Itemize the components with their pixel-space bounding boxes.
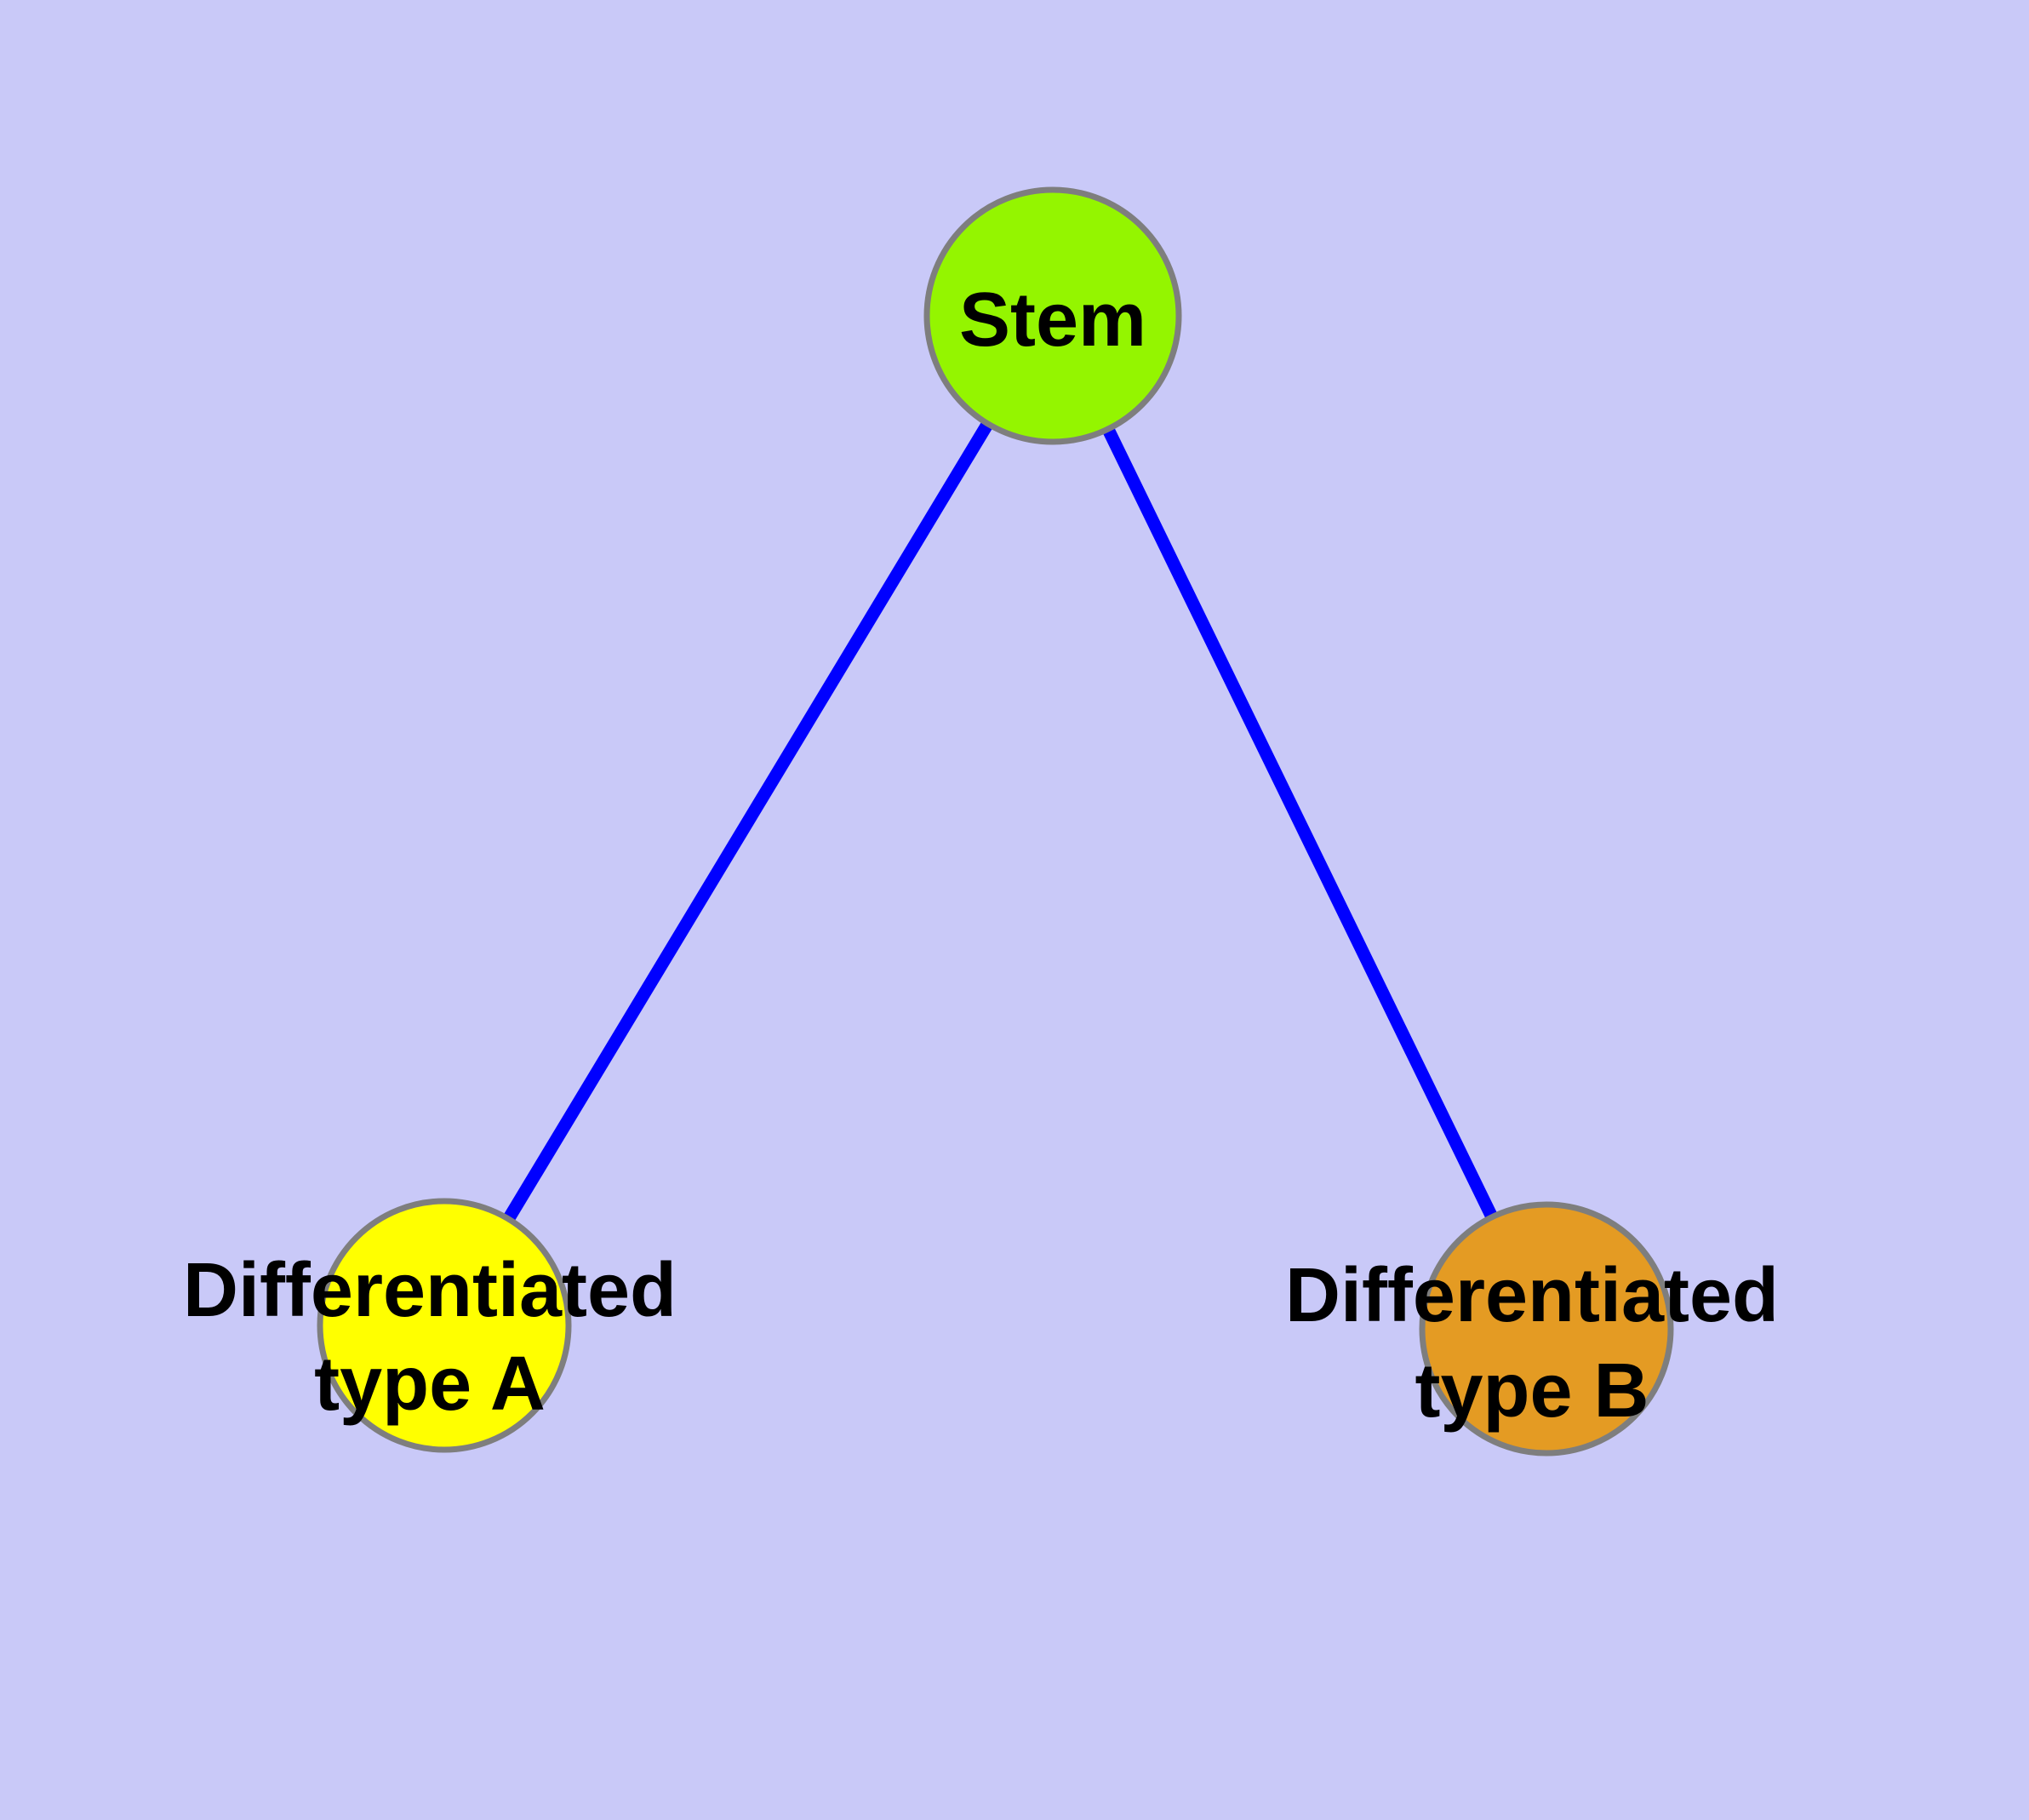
node-type-a-circle (317, 1198, 572, 1453)
node-type-a-label-line2: type A (314, 1342, 546, 1427)
node-type-b-circle (1419, 1201, 1674, 1457)
node-type-b-label-line1: Differentiated (1285, 1253, 1779, 1338)
edge-stem-to-type-a (437, 309, 1060, 1332)
node-type-b-label-line2: type B (1415, 1348, 1649, 1434)
edge-stem-to-type-b (1046, 309, 1553, 1336)
node-stem-circle (923, 186, 1182, 445)
node-type-a-label-line1: Differentiated (183, 1248, 677, 1333)
node-stem-label: Stem (959, 278, 1146, 363)
